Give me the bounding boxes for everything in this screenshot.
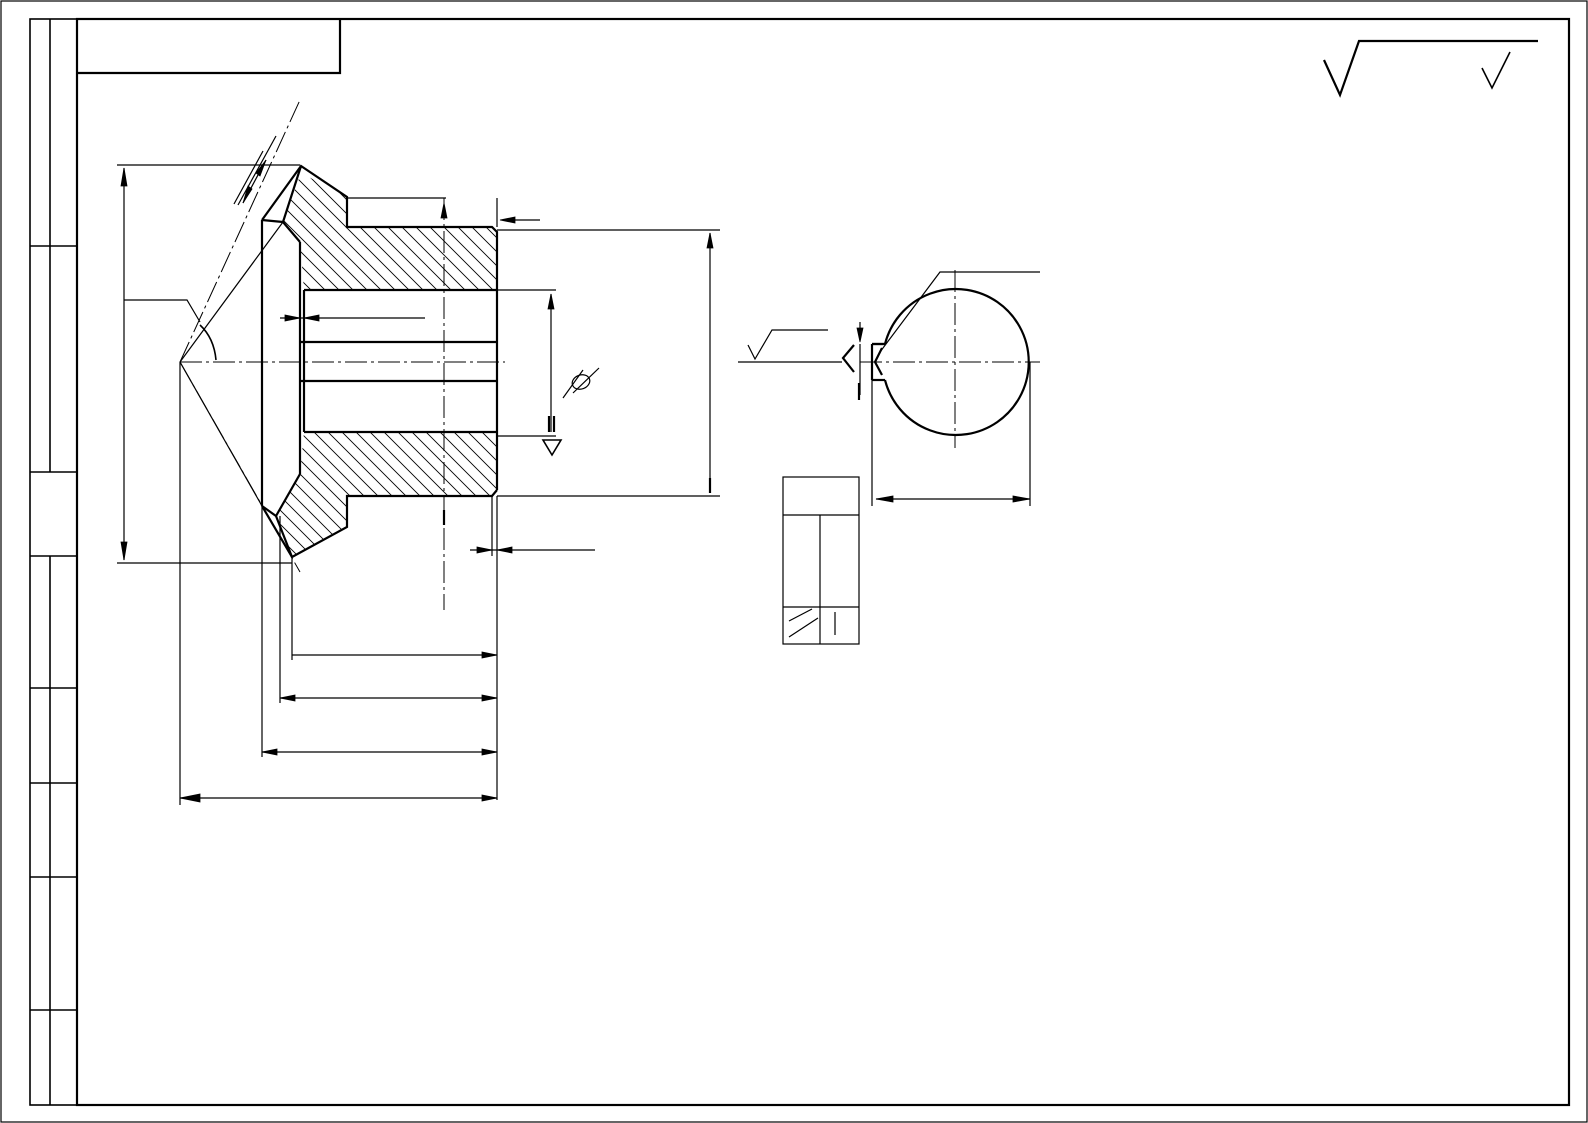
hatch-line [393,432,497,557]
hatch-line [125,160,260,295]
roughness-check-icon [1322,39,1538,98]
hatch-line [283,173,345,290]
hatch-line [463,432,497,557]
hatch-line [488,173,497,290]
datum-triangle-icon [541,439,563,457]
hatch-line [573,160,708,295]
hatch-line [559,160,694,295]
hatch-line [474,173,497,290]
hatch-line [276,432,359,557]
section-hatch-lower [128,428,750,560]
hatch-line [276,432,331,557]
hatch-line [128,428,260,560]
hatch-line [435,432,497,557]
hatch-line [351,432,485,557]
hatch-line [503,160,638,295]
roughness-check-icon [1481,51,1511,90]
hatch-line [337,432,471,557]
hatch-line [531,160,666,295]
gear-parameter-table [782,476,860,645]
hatch-line [545,160,680,295]
designation-box [77,19,342,75]
hatch-line [601,160,736,295]
hatch-line [534,428,666,560]
hatch-line [283,173,387,290]
hatch-line [283,173,289,290]
hatch-line [506,428,638,560]
hatch-line [323,432,457,557]
hatch-line [629,160,764,295]
hatch-line [276,432,317,557]
hatch-line [562,428,694,560]
roughness-check-icon [747,329,828,361]
hatch-line [449,432,497,557]
hatch-line [576,428,708,560]
hatch-line [295,432,429,557]
hatch-line [276,432,289,557]
hatch-line [365,432,497,557]
hatch-line [283,173,303,290]
hatch-line [283,173,373,290]
hatch-line [604,428,736,560]
gear-section-view [125,99,764,610]
hatch-line [139,160,274,295]
hatch-line [407,432,497,557]
hatch-line [276,432,387,557]
hatch-line [276,432,373,557]
hatch-line [421,432,497,557]
hatch-line [587,160,722,295]
hatch-line [517,160,652,295]
hatch-line [309,432,443,557]
hatch-line [283,173,331,290]
hatch-line [491,432,497,557]
hatch-line [548,428,680,560]
hatch-line [618,428,750,560]
hatch-line [281,432,415,557]
diameter-icon [571,367,600,394]
bore-keyway-view [738,270,1040,506]
hatch-line [615,160,750,295]
hatch-line [142,428,274,560]
hatch-line [520,428,652,560]
dimension-lines-main [117,135,720,805]
hatch-line [283,173,359,290]
hatch-line [590,428,722,560]
